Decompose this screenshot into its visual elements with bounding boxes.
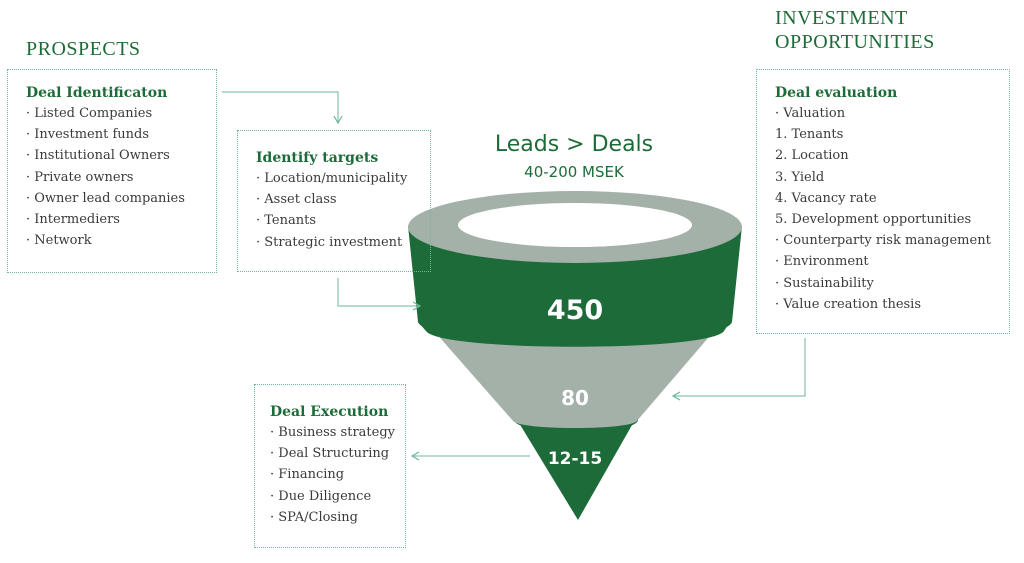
arrow-targets-to-funnel — [337, 278, 422, 311]
list-item: 5. Development opportunities — [775, 212, 972, 228]
list-item: · Due Diligence — [270, 488, 372, 504]
funnel-stage-3-value: 12-15 — [547, 449, 603, 469]
list-item: · Business strategy — [270, 425, 396, 440]
list-item: · Strategic investment — [256, 234, 403, 250]
investment-opportunities-line1: INVESTMENT — [775, 7, 908, 29]
funnel-title: Leads > Deals — [494, 132, 654, 157]
deal-execution-box: Deal Execution · Business strategy · Dea… — [254, 384, 406, 548]
list-item: · Owner lead companies — [26, 190, 185, 206]
funnel-subtitle: 40-200 MSEK — [524, 163, 624, 181]
list-item: · Deal Structuring — [270, 446, 390, 462]
identify-targets-box: Identify targets · Location/municipality… — [237, 130, 431, 272]
list-item: · Investment funds — [26, 127, 150, 143]
list-item: · Valuation — [775, 106, 846, 121]
list-item: · Network — [26, 233, 92, 249]
list-item: · Private owners — [26, 169, 134, 185]
funnel-stage-bottom — [516, 418, 636, 520]
funnel-top-opening — [458, 203, 692, 247]
list-item: · Listed Companies — [26, 106, 153, 121]
list-item: · Intermediers — [26, 212, 120, 228]
list-item: · Value creation thesis — [775, 296, 922, 312]
list-item: 4. Vacancy rate — [775, 190, 877, 206]
list-item: 2. Location — [775, 148, 849, 164]
funnel-stage-2-value: 80 — [561, 386, 589, 410]
list-item: · Asset class — [256, 192, 337, 208]
list-item: · Tenants — [256, 213, 317, 229]
deal-identification-box: Deal Identificaton · Listed Companies · … — [7, 69, 217, 273]
deal-execution-title: Deal Execution — [270, 404, 389, 420]
list-item: · Counterparty risk management — [775, 233, 991, 249]
list-item: · Environment — [775, 254, 869, 270]
prospects-heading: PROSPECTS — [26, 38, 141, 60]
deal-evaluation-list: · Valuation 1. Tenants 2. Location 3. Yi… — [775, 103, 1009, 315]
list-item: 1. Tenants — [775, 127, 844, 143]
deal-execution-list: · Business strategy · Deal Structuring ·… — [270, 422, 405, 528]
list-item: 3. Yield — [775, 169, 825, 185]
list-item: · Sustainability — [775, 275, 874, 291]
identify-targets-list: · Location/municipality · Asset class · … — [256, 168, 430, 253]
list-item: · Financing — [270, 467, 345, 483]
investment-opportunities-line2: OPPORTUNITIES — [775, 31, 935, 53]
arrow-identification-to-targets — [222, 91, 343, 125]
list-item: · SPA/Closing — [270, 509, 358, 525]
deal-evaluation-title: Deal evaluation — [775, 85, 898, 101]
funnel-stage-middle-lower — [514, 414, 636, 428]
deal-identification-list: · Listed Companies · Investment funds · … — [26, 103, 216, 251]
funnel-shape — [408, 191, 742, 520]
investment-opportunities-heading: INVESTMENT OPPORTUNITIES — [775, 6, 935, 54]
funnel-stage-middle — [434, 331, 714, 422]
funnel-stage-1-value: 450 — [546, 295, 604, 326]
list-item: · Location/municipality — [256, 171, 408, 186]
identify-targets-title: Identify targets — [256, 150, 379, 166]
deal-evaluation-box: Deal evaluation · Valuation 1. Tenants 2… — [756, 69, 1010, 334]
arrow-evaluation-to-funnel — [671, 338, 806, 401]
list-item: · Institutional Owners — [26, 148, 170, 164]
deal-identification-title: Deal Identificaton — [26, 85, 168, 101]
